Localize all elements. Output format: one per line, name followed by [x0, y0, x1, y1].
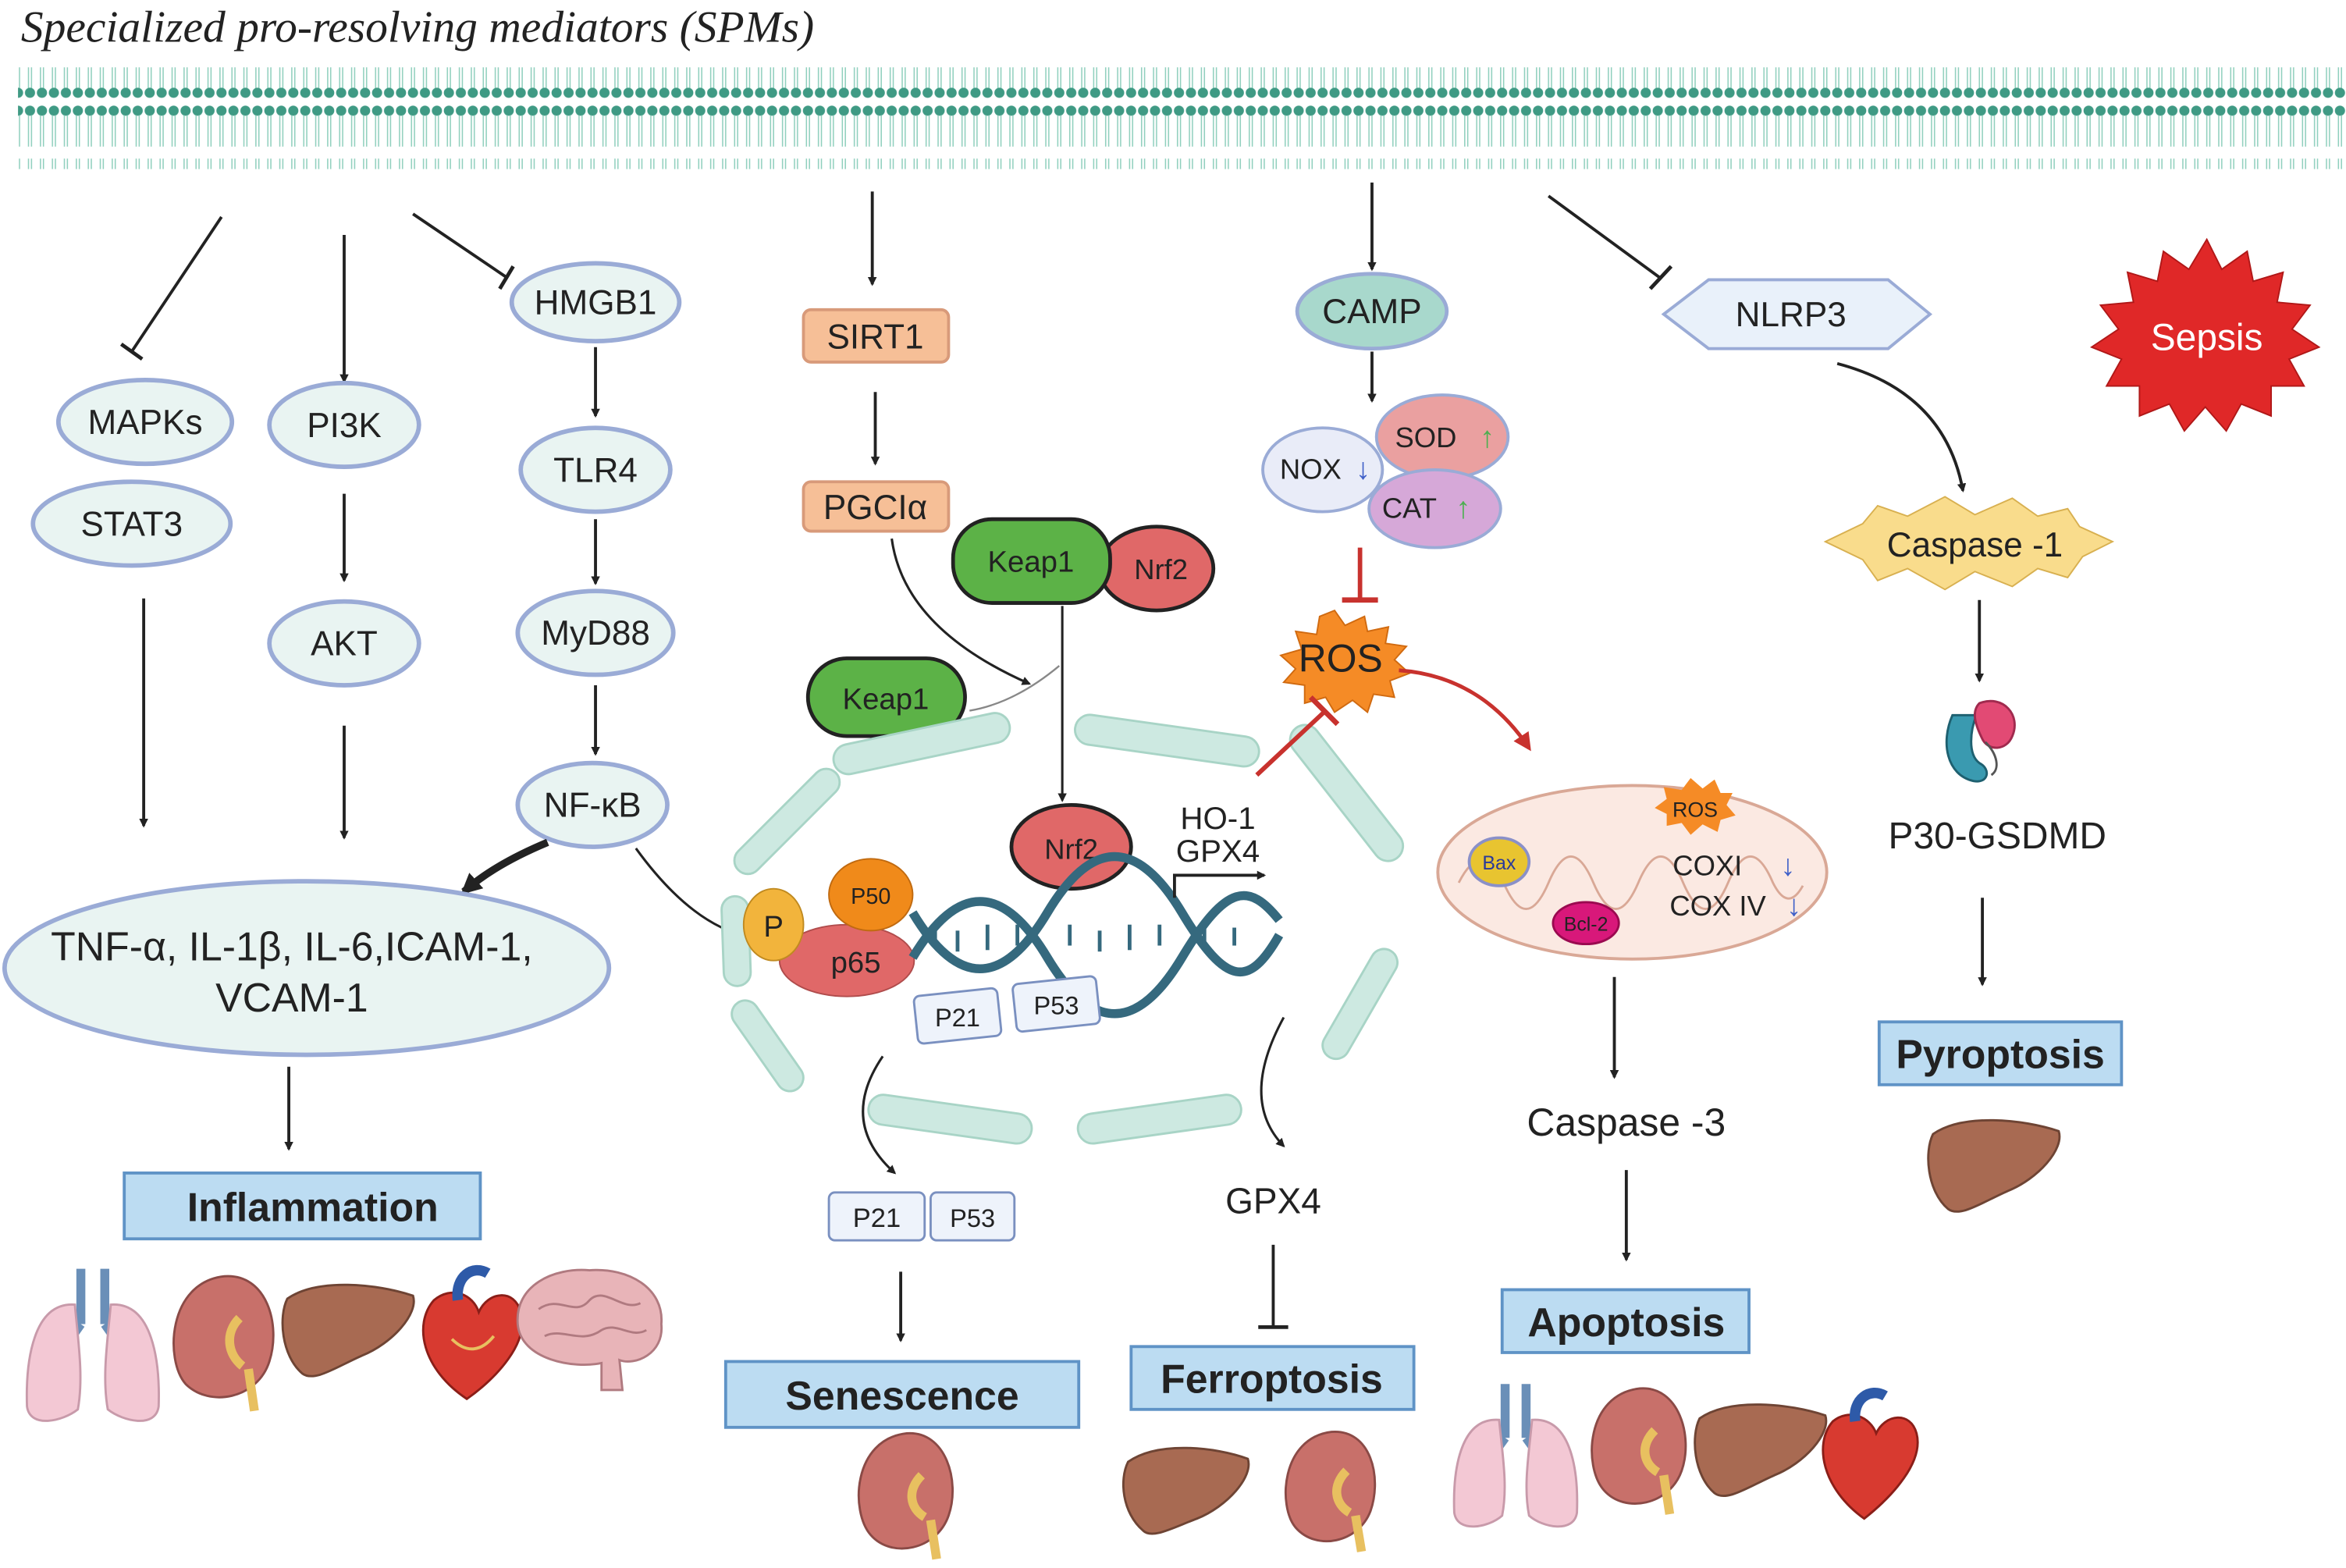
p21-nuclear-label: P21 — [935, 1004, 980, 1032]
diagram-title: Specialized pro-resolving mediators (SPM… — [21, 3, 814, 52]
bcl2-label: Bcl-2 — [1564, 913, 1608, 935]
heart-icon — [1822, 1388, 1919, 1520]
nox-down-arrow: ↓ — [1356, 452, 1370, 485]
gpx4-gene-label: GPX4 — [1176, 834, 1260, 869]
pgc1a-node: PGCIα — [802, 480, 951, 533]
liver-icon — [1694, 1403, 1828, 1498]
kidney-icon — [1591, 1387, 1687, 1515]
pgc1a-label: PGCIα — [823, 489, 927, 527]
nfkb-complex: P P50 p65 — [742, 858, 915, 997]
mitochondrion: Bax Bcl-2 ROS COXI ↓ COX IV ↓ — [1436, 777, 1829, 961]
bax-label: Bax — [1482, 852, 1516, 874]
ros-burst: ROS — [1279, 609, 1411, 714]
cell-membrane — [18, 67, 2346, 169]
sirt1-label: SIRT1 — [826, 318, 923, 357]
cytokines-line2: VCAM-1 — [215, 975, 368, 1020]
apoptosis-outcome: Apoptosis — [1500, 1288, 1751, 1354]
gsdmd-label: P30-GSDMD — [1889, 816, 2107, 857]
cat-up-arrow: ↑ — [1456, 491, 1470, 524]
cox4-label: COX IV — [1669, 890, 1766, 922]
nrf2-label: Nrf2 — [1134, 553, 1188, 585]
camp-label: CAMP — [1322, 293, 1421, 331]
heart-icon — [421, 1264, 524, 1401]
sirt1-node: SIRT1 — [802, 308, 951, 364]
p65-label: p65 — [831, 946, 881, 980]
cat-label: CAT — [1382, 492, 1437, 524]
tlr4-label: TLR4 — [553, 451, 638, 489]
caspase1-node: Caspase -1 — [1823, 496, 2115, 591]
brain-icon — [516, 1268, 663, 1392]
stat3-node: STAT3 — [30, 479, 233, 568]
cytokines-line1: TNF-α, IL-1β, IL-6,ICAM-1, — [51, 924, 533, 969]
pyroptosis-label: Pyroptosis — [1896, 1032, 2104, 1077]
ho1-label: HO-1 — [1180, 801, 1255, 836]
keap1-label: Keap1 — [987, 545, 1074, 578]
mapks-label: MAPKs — [88, 404, 203, 442]
lung-icon — [1452, 1384, 1579, 1528]
stat3-label: STAT3 — [80, 505, 183, 543]
p53-nuclear-label: P53 — [1033, 992, 1079, 1020]
senescence-outcome: Senescence — [723, 1360, 1081, 1429]
keap1-nrf2-complex: Keap1 Nrf2 — [951, 517, 1216, 613]
p53-out-label: P53 — [950, 1204, 995, 1232]
p53-nuclear-box: P53 — [1011, 975, 1101, 1033]
dna-helix — [908, 852, 1284, 1019]
lung-icon — [25, 1268, 160, 1422]
apoptosis-label: Apoptosis — [1527, 1300, 1725, 1345]
ferroptosis-outcome: Ferroptosis — [1129, 1345, 1416, 1411]
cytokines-node: TNF-α, IL-1β, IL-6,ICAM-1, VCAM-1 — [2, 879, 612, 1058]
p21-nuclear-box: P21 — [912, 987, 1003, 1045]
nucleus-envelope — [720, 712, 1405, 1145]
myd88-label: MyD88 — [541, 614, 650, 652]
cox1-down-arrow: ↓ — [1780, 848, 1795, 882]
liver-icon — [1927, 1118, 2061, 1213]
p-label: P — [763, 910, 784, 944]
pi3k-node: PI3K — [267, 380, 421, 469]
nlrp3-node: NLRP3 — [1661, 278, 1933, 350]
mito-ros-label: ROS — [1672, 798, 1718, 822]
p21-out-box: P21 — [827, 1191, 926, 1242]
sepsis-label: Sepsis — [2151, 318, 2263, 359]
nrf2-nuclear-node: Nrf2 — [1009, 802, 1133, 891]
nfkb-label: NF-κB — [544, 787, 642, 825]
hmgb1-label: HMGB1 — [535, 284, 657, 322]
sod-label: SOD — [1395, 421, 1457, 453]
nlrp3-label: NLRP3 — [1736, 296, 1847, 334]
caspase3-label: Caspase -3 — [1527, 1100, 1726, 1144]
sepsis-burst: Sepsis — [2089, 237, 2321, 432]
keap1-free-label: Keap1 — [843, 683, 930, 716]
pi3k-label: PI3K — [307, 407, 382, 445]
ros-label: ROS — [1299, 637, 1383, 681]
inflammation-label: Inflammation — [187, 1184, 439, 1229]
nfkb-node: NF-κB — [515, 760, 670, 849]
nox-label: NOX — [1280, 453, 1342, 485]
senescence-label: Senescence — [785, 1373, 1018, 1418]
ferroptosis-label: Ferroptosis — [1161, 1356, 1383, 1402]
sod-up-arrow: ↑ — [1480, 421, 1495, 454]
mapks-node: MAPKs — [55, 378, 235, 467]
liver-icon — [1121, 1446, 1250, 1535]
keap1-free-node: Keap1 — [805, 656, 967, 738]
cox1-label: COXI — [1672, 849, 1742, 881]
inflammation-outcome: Inflammation — [123, 1171, 482, 1241]
liver-icon — [281, 1283, 415, 1378]
gpx4-out-label: GPX4 — [1225, 1181, 1321, 1221]
gasdermin-icon — [1945, 699, 2016, 783]
kidney-icon — [1284, 1431, 1377, 1552]
myd88-node: MyD88 — [515, 588, 676, 677]
p21-out-label: P21 — [853, 1204, 901, 1233]
p53-out-box: P53 — [930, 1191, 1016, 1242]
p50-label: P50 — [851, 884, 890, 909]
akt-node: AKT — [267, 599, 421, 688]
hmgb1-node: HMGB1 — [509, 261, 682, 343]
kidney-icon — [857, 1432, 954, 1560]
caspase1-label: Caspase -1 — [1887, 526, 2063, 564]
akt-label: AKT — [311, 625, 378, 663]
tlr4-node: TLR4 — [518, 425, 673, 514]
antioxidant-enzymes: SOD ↑ NOX ↓ CAT ↑ — [1261, 393, 1510, 549]
camp-node: CAMP — [1295, 272, 1449, 351]
kidney-icon — [172, 1275, 275, 1412]
pyroptosis-outcome: Pyroptosis — [1877, 1020, 2124, 1086]
cox4-down-arrow: ↓ — [1786, 889, 1801, 923]
